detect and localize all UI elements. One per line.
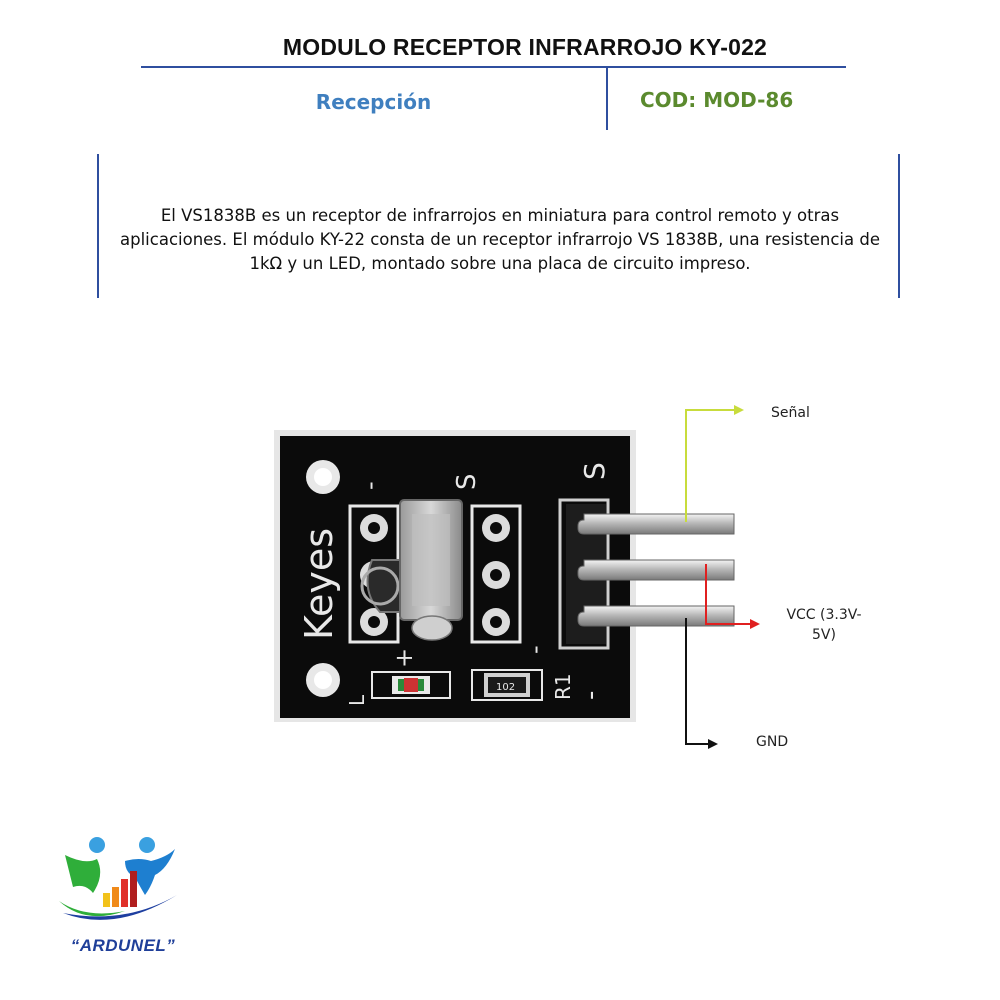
silk-minus-top: -: [356, 481, 384, 490]
keyes-silkscreen: Keyes: [297, 528, 341, 640]
header-divider: [606, 66, 608, 130]
silk-r1: R1: [551, 673, 575, 700]
category-label: Recepción: [315, 90, 432, 114]
ir-receiver: [360, 499, 463, 641]
silk-l: L: [345, 694, 369, 706]
description-text: El VS1838B es un receptor de infrarrojos…: [120, 206, 880, 273]
description-border-right: [898, 154, 900, 298]
description-border-left: [97, 154, 99, 298]
silk-s-header: S: [578, 462, 611, 480]
silk-plus: +: [390, 648, 418, 668]
signal-connector-line: [685, 405, 744, 522]
silk-minus-right: -: [521, 645, 549, 654]
logo-brand-text: “ARDUNEL”: [70, 936, 176, 955]
header-rule: [141, 66, 846, 68]
gnd-pin-label: GND: [756, 734, 789, 750]
silk-minus-bottom: -: [576, 691, 606, 700]
ardunel-logo: [59, 837, 177, 920]
vcc-connector-line: [705, 564, 760, 629]
signal-pin-label: Señal: [771, 405, 810, 421]
vcc-label-line2: 5V): [812, 627, 836, 643]
gnd-connector-line: [685, 618, 718, 749]
header-pins: [566, 504, 735, 644]
vcc-label-line1: VCC (3.3V-: [786, 607, 862, 623]
vcc-pin-label: VCC (3.3V- 5V): [774, 605, 874, 645]
resistor-code: 102: [496, 682, 515, 693]
pcb-board: [274, 430, 636, 722]
product-code: COD: MOD-86: [640, 88, 794, 112]
silk-s-top: S: [452, 473, 482, 490]
page-title: MODULO RECEPTOR INFRARROJO KY-022: [282, 34, 768, 60]
